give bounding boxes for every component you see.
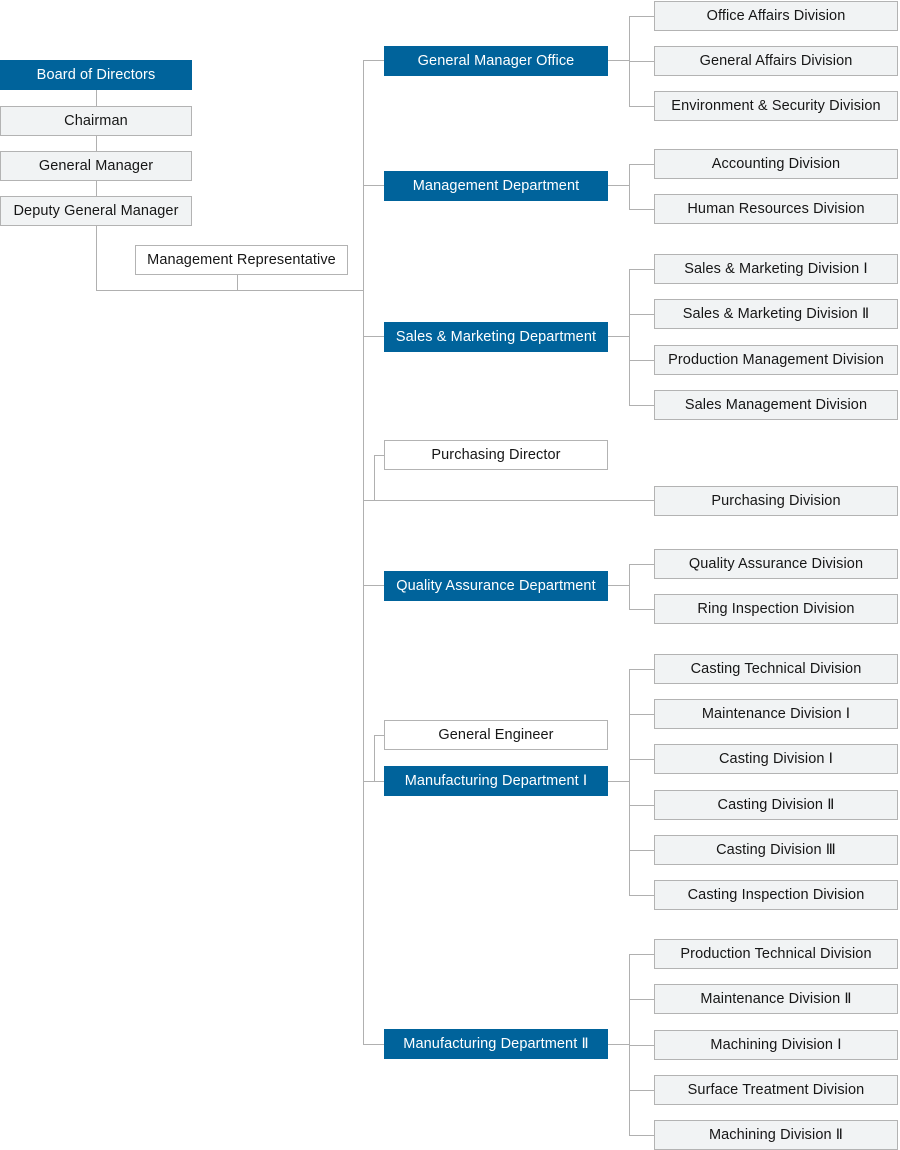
connector-trunk-to-management [363, 185, 385, 186]
connector-deputy-to-trunk [96, 290, 364, 291]
connector-bracket-to-purchasing-director [374, 455, 385, 456]
connector-sales-child-1 [629, 269, 655, 270]
connector-trunk-to-qa [363, 585, 385, 586]
node-division-human-resources[interactable]: Human Resources Division [654, 194, 898, 224]
node-deputy-general-manager[interactable]: Deputy General Manager [0, 196, 192, 226]
node-division-casting-technical[interactable]: Casting Technical Division [654, 654, 898, 684]
connector-mfg1-child-4 [629, 805, 655, 806]
node-department-manufacturing-1[interactable]: Manufacturing Department Ⅰ [384, 766, 608, 796]
connector-sales-child-2 [629, 314, 655, 315]
connector-gm-office-child-2 [629, 61, 655, 62]
node-division-maintenance-2[interactable]: Maintenance Division Ⅱ [654, 984, 898, 1014]
node-division-quality-assurance[interactable]: Quality Assurance Division [654, 549, 898, 579]
connector-bracket-to-general-engineer [374, 735, 385, 736]
node-general-manager[interactable]: General Manager [0, 151, 192, 181]
connector-gm-office-child-3 [629, 106, 655, 107]
node-chairman[interactable]: Chairman [0, 106, 192, 136]
node-board-of-directors[interactable]: Board of Directors [0, 60, 192, 90]
connector-sales-spine [629, 269, 630, 406]
connector-mfg2-stem [608, 1044, 629, 1045]
connector-qa-child-2 [629, 609, 655, 610]
connector-management-child-1 [629, 164, 655, 165]
node-division-maintenance-1[interactable]: Maintenance Division Ⅰ [654, 699, 898, 729]
connector-deputy-down [96, 225, 97, 290]
node-division-machining-2[interactable]: Machining Division Ⅱ [654, 1120, 898, 1150]
connector-trunk-to-mfg1 [363, 781, 374, 782]
connector-management-child-2 [629, 209, 655, 210]
connector-trunk-to-sales [363, 336, 385, 337]
node-role-purchasing-director[interactable]: Purchasing Director [384, 440, 608, 470]
connector-gm-office-child-1 [629, 16, 655, 17]
connector-management-stem [608, 185, 629, 186]
node-division-production-technical[interactable]: Production Technical Division [654, 939, 898, 969]
node-division-casting-3[interactable]: Casting Division Ⅲ [654, 835, 898, 865]
connector-board-to-chairman [96, 89, 97, 106]
connector-trunk-to-mfg2 [363, 1044, 385, 1045]
node-division-environment-security[interactable]: Environment & Security Division [654, 91, 898, 121]
node-division-sales-marketing-1[interactable]: Sales & Marketing Division Ⅰ [654, 254, 898, 284]
connector-mfg1-child-6 [629, 895, 655, 896]
node-division-general-affairs[interactable]: General Affairs Division [654, 46, 898, 76]
connector-trunk-to-purchasing-division [363, 500, 655, 501]
node-department-manufacturing-2[interactable]: Manufacturing Department Ⅱ [384, 1029, 608, 1059]
node-department-general-manager-office[interactable]: General Manager Office [384, 46, 608, 76]
connector-mfg1-bracket-vertical [374, 735, 375, 782]
node-division-surface-treatment[interactable]: Surface Treatment Division [654, 1075, 898, 1105]
connector-qa-spine [629, 564, 630, 609]
connector-chairman-to-gm [96, 135, 97, 151]
connector-mfg2-child-2 [629, 999, 655, 1000]
node-division-machining-1[interactable]: Machining Division Ⅰ [654, 1030, 898, 1060]
connector-purchasing-bracket-vertical [374, 455, 375, 501]
node-department-management[interactable]: Management Department [384, 171, 608, 201]
connector-sales-child-3 [629, 360, 655, 361]
node-role-general-engineer[interactable]: General Engineer [384, 720, 608, 750]
node-division-ring-inspection[interactable]: Ring Inspection Division [654, 594, 898, 624]
connector-mfg1-child-2 [629, 714, 655, 715]
connector-mgmt-rep-stub [237, 274, 238, 290]
node-department-quality-assurance[interactable]: Quality Assurance Department [384, 571, 608, 601]
connector-mfg1-child-5 [629, 850, 655, 851]
connector-sales-child-4 [629, 405, 655, 406]
connector-bracket-to-mfg1 [374, 781, 385, 782]
connector-sales-stem [608, 336, 629, 337]
connector-mfg2-child-3 [629, 1045, 655, 1046]
node-division-casting-1[interactable]: Casting Division Ⅰ [654, 744, 898, 774]
node-division-sales-marketing-2[interactable]: Sales & Marketing Division Ⅱ [654, 299, 898, 329]
node-division-production-management[interactable]: Production Management Division [654, 345, 898, 375]
connector-mfg1-child-3 [629, 759, 655, 760]
connector-mfg2-child-5 [629, 1135, 655, 1136]
connector-mfg1-child-1 [629, 669, 655, 670]
connector-mfg1-stem [608, 781, 629, 782]
connector-trunk-to-gm-office [363, 60, 385, 61]
connector-qa-child-1 [629, 564, 655, 565]
connector-mfg2-child-4 [629, 1090, 655, 1091]
connector-gm-to-deputy [96, 180, 97, 196]
node-management-representative[interactable]: Management Representative [135, 245, 348, 275]
node-division-sales-management[interactable]: Sales Management Division [654, 390, 898, 420]
node-division-purchasing[interactable]: Purchasing Division [654, 486, 898, 516]
node-division-office-affairs[interactable]: Office Affairs Division [654, 1, 898, 31]
connector-qa-stem [608, 585, 629, 586]
connector-mfg1-spine [629, 669, 630, 896]
node-division-casting-inspection[interactable]: Casting Inspection Division [654, 880, 898, 910]
connector-main-trunk [363, 60, 364, 1044]
connector-management-spine [629, 164, 630, 209]
node-division-casting-2[interactable]: Casting Division Ⅱ [654, 790, 898, 820]
node-department-sales-marketing[interactable]: Sales & Marketing Department [384, 322, 608, 352]
connector-mfg2-child-1 [629, 954, 655, 955]
connector-gm-office-stem [608, 60, 629, 61]
node-division-accounting[interactable]: Accounting Division [654, 149, 898, 179]
